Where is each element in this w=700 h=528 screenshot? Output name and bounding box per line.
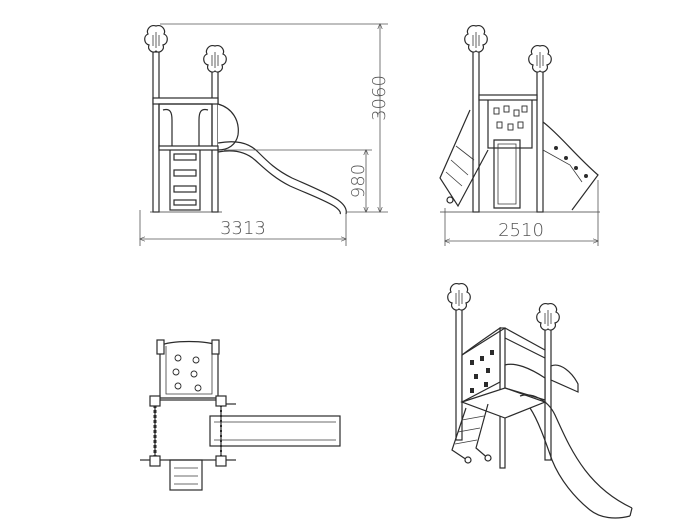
- right-post: [211, 69, 219, 213]
- dimension-platform-height: 980: [348, 164, 369, 198]
- iso-ladder: [451, 403, 492, 464]
- side-slide-bottom: [217, 150, 341, 215]
- side-slide-top: [217, 141, 347, 215]
- plan-view: [140, 339, 341, 491]
- plan-platform: [154, 399, 222, 461]
- iso-tree-finial-left: [447, 283, 471, 311]
- dimension-lines-side: [140, 24, 388, 246]
- front-left-post: [472, 39, 480, 213]
- isometric-view: [447, 283, 633, 519]
- plan-holds: [172, 354, 202, 392]
- dimension-side-width: 3313: [220, 218, 266, 239]
- iso-slide-edge-1: [519, 394, 633, 509]
- iso-slide-edge-2: [529, 407, 631, 519]
- left-post: [152, 51, 160, 213]
- dimension-height-total: 3060: [369, 75, 390, 121]
- dimension-lines-front: [445, 180, 598, 246]
- front-tree-finial-left: [464, 25, 488, 53]
- plan-ladder: [169, 459, 203, 491]
- front-tree-finial-right: [528, 45, 552, 73]
- iso-post-right: [544, 319, 552, 461]
- side-ladder: [169, 147, 201, 211]
- dimension-front-width: 2510: [498, 220, 544, 241]
- iso-post-left: [455, 299, 463, 441]
- front-ladder-left: [439, 109, 489, 208]
- iso-holds: [470, 350, 494, 393]
- front-right-post: [536, 59, 544, 213]
- climbing-holds: [493, 105, 528, 131]
- front-climbing-net-right: [542, 121, 599, 211]
- side-elevation-view: 3060 980 3313: [140, 24, 390, 246]
- iso-climbing-panel: [461, 326, 501, 403]
- plan-slide: [209, 415, 341, 447]
- iso-tree-finial-right: [536, 303, 560, 331]
- side-curved-panel: [217, 103, 239, 151]
- front-elevation-view: 2510: [439, 25, 600, 246]
- tree-finial-left: [144, 25, 168, 53]
- tree-finial-right: [203, 45, 227, 73]
- front-slide: [493, 139, 521, 209]
